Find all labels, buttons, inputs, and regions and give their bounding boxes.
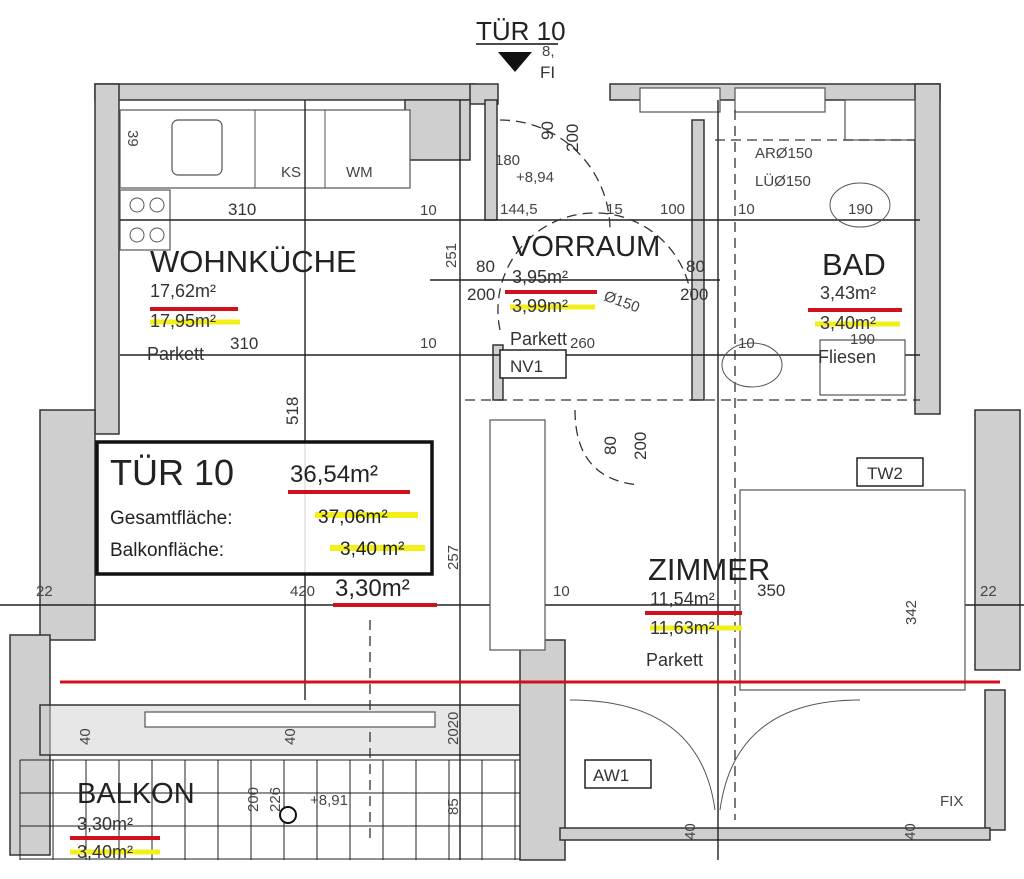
hall-area-new: 3,95m² <box>512 267 568 287</box>
tw2-label: TW2 <box>867 464 903 483</box>
dim-342: 342 <box>903 600 920 625</box>
room-name-kitchen: WOHNKÜCHE <box>150 244 357 279</box>
dim-22-b: 22 <box>980 583 997 600</box>
dim-10: 10 <box>420 335 437 352</box>
bath-area-old: 3,40m² <box>820 313 876 333</box>
nv1-label: NV1 <box>510 357 543 376</box>
tw2-box <box>856 457 924 487</box>
dim-100: 100 <box>660 201 685 218</box>
balcony-area-new-summary: 3,30m² <box>335 575 410 602</box>
dim-40: 40 <box>682 823 699 840</box>
dim-420: 420 <box>290 583 315 600</box>
dim-diameter-150: Ø150 <box>602 288 642 317</box>
fridge-label: KS <box>281 164 301 181</box>
summary-box: TÜR 10 36,54m² Gesamtfläche: 37,06m² Bal… <box>95 440 434 576</box>
dim-40: 40 <box>77 728 94 745</box>
dim-190: 190 <box>848 201 873 218</box>
dim-10: 10 <box>738 335 755 352</box>
level-894: +8,94 <box>516 169 554 186</box>
dim-80: 80 <box>476 257 495 276</box>
level-marker-icon <box>279 806 297 824</box>
washer-label: WM <box>346 164 373 181</box>
hall-floor: Parkett <box>510 329 567 349</box>
entrance-note-fi: FI <box>540 63 555 82</box>
fix-label: FIX <box>940 793 963 810</box>
room-door-height: 200 <box>631 432 650 460</box>
dim-190-b: 190 <box>850 331 875 348</box>
room-area-old: 11,63m² <box>650 618 715 638</box>
aw1-box <box>584 759 652 789</box>
dim-80-b: 80 <box>686 257 705 276</box>
room-name-hall: VORRAUM <box>512 231 660 263</box>
dim-226: 226 <box>267 787 284 812</box>
dim-200-b: 200 <box>680 285 708 304</box>
dim-2020: 2020 <box>445 712 462 745</box>
dim-10: 10 <box>738 201 755 218</box>
kitchen-fixtures <box>119 109 411 251</box>
balcony-area-old: 3,40m² <box>77 842 133 862</box>
entrance-arrow-icon <box>498 52 532 72</box>
dim-350: 350 <box>757 581 785 600</box>
hall-door-width: 90 <box>538 121 557 140</box>
dim-251: 251 <box>443 243 460 268</box>
entrance-title: TÜR 10 <box>476 16 566 46</box>
dim-518: 518 <box>283 397 302 425</box>
nv1-box <box>499 349 567 379</box>
dim-310-b: 310 <box>230 334 258 353</box>
balcony-area-old: 3,40 m² <box>340 539 404 560</box>
kitchen-area-old: 17,95m² <box>150 311 216 331</box>
room-area-new: 11,54m² <box>650 589 715 609</box>
balcony-area-new: 3,30m² <box>77 814 133 834</box>
level-891: +8,91 <box>310 792 348 809</box>
dim-257: 257 <box>445 545 462 570</box>
dim-260: 260 <box>570 335 595 352</box>
hall-door-height: 200 <box>563 124 582 152</box>
dim-10: 10 <box>420 202 437 219</box>
dim-40: 40 <box>902 823 919 840</box>
dim-15: 15 <box>606 201 623 218</box>
total-area-label: Gesamtfläche: <box>110 508 233 529</box>
kitchen-area-new: 17,62m² <box>150 281 216 301</box>
room-name-room: ZIMMER <box>648 552 770 587</box>
dim-180: 180 <box>495 152 520 169</box>
aw1-label: AW1 <box>593 766 629 785</box>
dim-85: 85 <box>445 798 462 815</box>
entrance-note: 8, <box>542 43 555 60</box>
dim-22: 22 <box>36 583 53 600</box>
dimension-lines <box>0 100 1024 860</box>
total-area-old: 37,06m² <box>318 507 388 528</box>
vent-label: LÜØ150 <box>755 172 811 190</box>
balcony-tiles <box>19 759 520 860</box>
kitchen-floor: Parkett <box>147 344 204 364</box>
summary-title: TÜR 10 <box>110 452 234 493</box>
dim-40: 40 <box>282 728 299 745</box>
hall-area-old: 3,99m² <box>512 296 568 316</box>
dim-310: 310 <box>228 200 256 219</box>
room-name-bath: BAD <box>822 247 886 282</box>
bath-floor: Fliesen <box>818 347 876 367</box>
dim-39: 39 <box>124 130 141 147</box>
dim-10: 10 <box>553 583 570 600</box>
dim-144-5: 144,5 <box>500 201 538 218</box>
room-door-width: 80 <box>601 436 620 455</box>
total-area-new: 36,54m² <box>290 461 378 488</box>
room-name-balcony: BALKON <box>77 778 195 810</box>
room-floor: Parkett <box>646 650 703 670</box>
exhaust-label: ARØ150 <box>755 145 813 162</box>
bath-area-new: 3,43m² <box>820 283 876 303</box>
dim-200-balcony: 200 <box>245 787 262 812</box>
balcony-area-label: Balkonfläche: <box>110 540 224 561</box>
dim-200: 200 <box>467 285 495 304</box>
walls <box>9 83 1021 861</box>
